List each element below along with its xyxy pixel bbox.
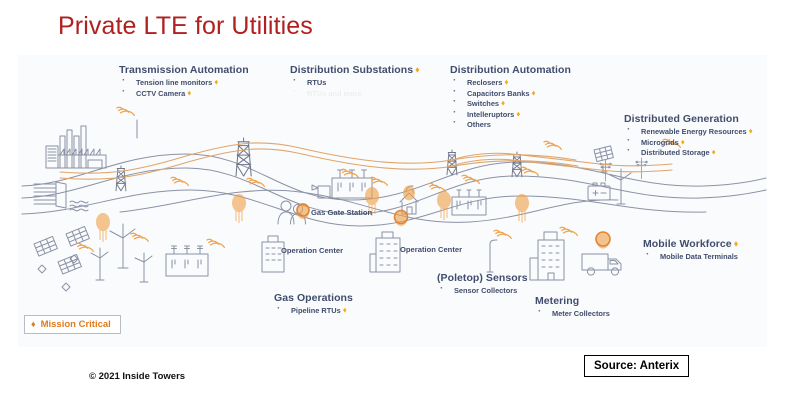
- label-group-distribution-substations: Distribution Substations♦ RTUs RTUs and …: [290, 64, 420, 99]
- list-item: Sensor Collectors: [437, 284, 530, 297]
- list-item: Renewable Energy Resources♦: [624, 125, 753, 138]
- list-item-ghost: RTUs and more: [290, 87, 420, 100]
- list-item: Microgrids♦: [624, 136, 753, 149]
- heading-distribution-substations: Distribution Substations♦: [290, 64, 420, 76]
- list-item: Switches♦: [450, 97, 573, 110]
- label-group-metering: Metering Meter Collectors: [535, 295, 610, 320]
- list-item: CCTV Camera♦: [119, 87, 251, 100]
- list-item: Pipeline RTUs♦: [274, 304, 355, 317]
- diamond-marker: ♦: [342, 305, 347, 315]
- heading-metering: Metering: [535, 295, 580, 307]
- list-item: Intelleruptors♦: [450, 108, 573, 121]
- diamond-marker: ♦: [504, 77, 509, 87]
- page-title: Private LTE for Utilities: [58, 12, 313, 40]
- source-attribution: Source: Anterix: [584, 355, 690, 377]
- diamond-icon: ♦: [31, 319, 36, 329]
- label-group-transmission-automation: Transmission Automation Tension line mon…: [119, 64, 251, 99]
- list-poletop-sensors: Sensor Collectors: [437, 284, 530, 297]
- list-transmission-automation: Tension line monitors♦ CCTV Camera♦: [119, 76, 251, 100]
- list-item: Distributed Storage♦: [624, 146, 753, 159]
- list-item: RTUs: [290, 76, 420, 89]
- caption-operation-center-left: Operation Center: [281, 246, 344, 255]
- copyright-text: © 2021 Inside Towers: [89, 371, 186, 382]
- diamond-marker: ♦: [187, 88, 192, 97]
- heading-distributed-generation: Distributed Generation: [624, 113, 739, 125]
- diamond-marker: ♦: [748, 126, 753, 136]
- list-item: Tension line monitors♦: [119, 76, 251, 89]
- list-distribution-automation: Reclosers♦ Capacitors Banks♦ Switches♦ I…: [450, 76, 573, 131]
- list-item: Reclosers♦: [450, 76, 573, 89]
- label-group-mobile-workforce: Mobile Workforce♦ Mobile Data Terminals: [643, 238, 738, 263]
- legend-mission-critical: ♦ Mission Critical: [24, 315, 121, 334]
- label-group-distribution-automation: Distribution Automation Reclosers♦ Capac…: [450, 64, 573, 131]
- list-metering: Meter Collectors: [535, 307, 610, 320]
- list-item: Meter Collectors: [535, 307, 610, 320]
- list-item: Mobile Data Terminals: [643, 250, 738, 263]
- diamond-marker: ♦: [531, 88, 536, 97]
- caption-operation-center-right: Operation Center: [400, 245, 463, 254]
- diamond-marker: ♦: [680, 137, 685, 146]
- list-gas-operations: Pipeline RTUs♦: [274, 304, 355, 317]
- label-group-distributed-generation: Distributed Generation Renewable Energy …: [624, 113, 753, 159]
- diamond-marker: ♦: [711, 147, 716, 157]
- diamond-marker: ♦: [415, 64, 420, 75]
- list-distributed-generation: Renewable Energy Resources♦ Microgrids♦ …: [624, 125, 753, 159]
- diamond-marker: ♦: [516, 109, 521, 118]
- heading-distribution-automation: Distribution Automation: [450, 64, 571, 76]
- heading-transmission-automation: Transmission Automation: [119, 64, 249, 76]
- label-group-poletop-sensors: (Poletop) Sensors Sensor Collectors: [437, 272, 530, 297]
- heading-mobile-workforce: Mobile Workforce♦: [643, 238, 739, 250]
- heading-gas-operations: Gas Operations: [274, 292, 353, 304]
- list-item: Capacitors Banks♦: [450, 87, 573, 100]
- label-group-gas-operations: Gas Operations Pipeline RTUs♦: [274, 292, 355, 317]
- legend-label: Mission Critical: [40, 319, 111, 330]
- diamond-marker: ♦: [501, 98, 506, 108]
- list-mobile-workforce: Mobile Data Terminals: [643, 250, 738, 263]
- heading-poletop-sensors: (Poletop) Sensors: [437, 272, 528, 284]
- caption-gas-gate-station: Gas Gate Station: [311, 208, 373, 217]
- list-distribution-substations: RTUs RTUs and more: [290, 76, 420, 100]
- diamond-marker: ♦: [733, 238, 739, 249]
- diamond-marker: ♦: [214, 77, 219, 87]
- list-item: Others: [450, 118, 573, 131]
